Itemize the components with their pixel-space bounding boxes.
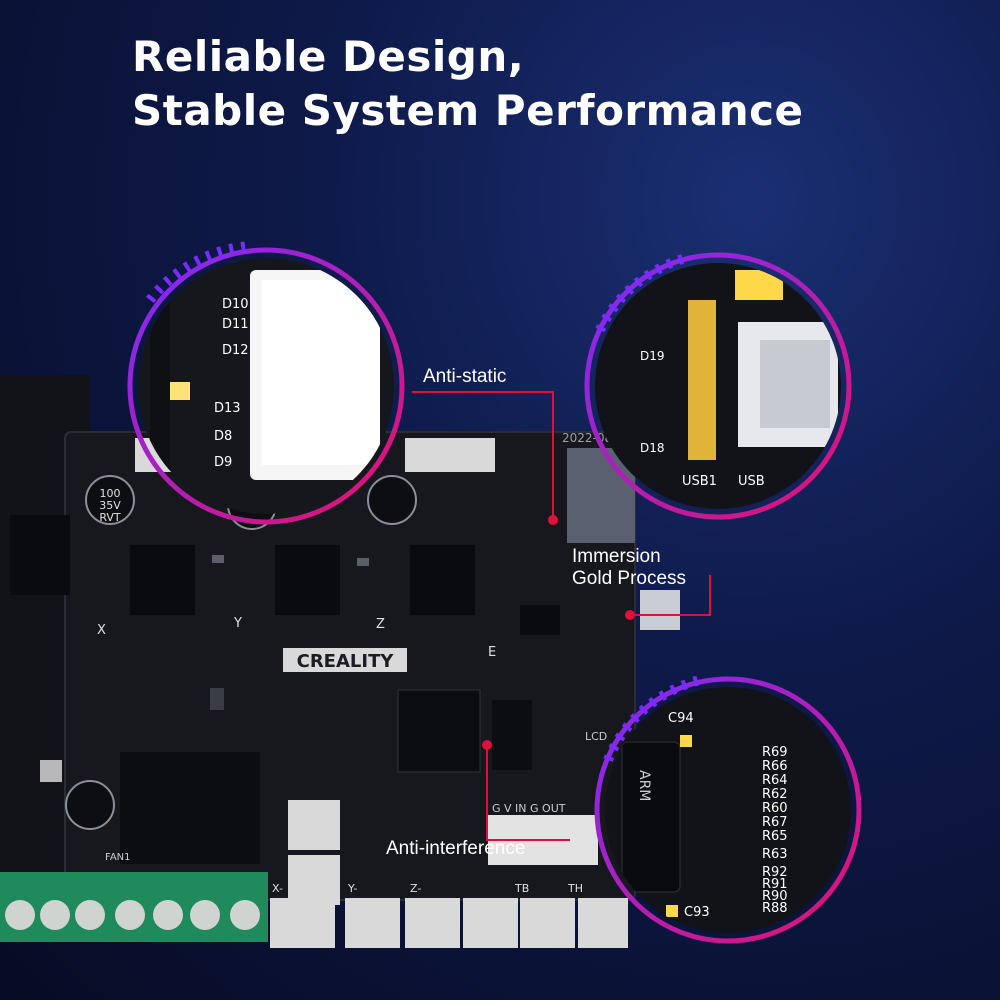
connector-label-th: TH [567,882,583,895]
arm-r88: R88 [762,901,788,916]
callout-anti-static: Anti-static [423,366,507,387]
arm-c94: C94 [668,711,694,726]
usb-label-usb: USB [738,474,765,489]
pcb-board [0,375,680,948]
sd-label-d9: D9 [214,455,232,470]
callout-lines [412,391,711,841]
usb-label-usb1: USB1 [682,474,717,489]
capacitor-label-1: 100 [100,487,121,500]
capacitor-label-3: RVT [99,511,121,524]
sd-label-d10: D10 [222,297,249,312]
arm-r65: R65 [762,829,788,844]
board-header-label: G V IN G OUT [492,802,566,815]
arm-r69: R69 [762,745,788,760]
arm-r63: R63 [762,847,788,862]
arm-r66: R66 [762,759,788,774]
headline-line1: Reliable Design, [132,32,525,81]
arm-c93: C93 [684,905,710,920]
callout-immersion-line2: Gold Process [572,568,687,589]
arm-r90: R90 [762,889,788,904]
headline: Reliable Design, Stable System Performan… [132,30,804,138]
board-fan-label: FAN1 [105,852,131,863]
connector-label-z: Z- [410,882,421,895]
arm-r60: R60 [762,801,788,816]
connector-label-tb: TB [514,882,529,895]
sd-label-d8: D8 [214,429,232,444]
usb-label-d19: D19 [640,349,665,363]
board-axis-z: Z [376,617,385,632]
callout-anti-interference: Anti-interference [386,838,526,859]
arm-r92: R92 [762,865,788,880]
zoom-circle-sd: D10 D11 D12 D13 D8 D9 [127,241,405,525]
callout-dot-anti-static [548,515,558,525]
board-brand: CREALITY [297,651,395,672]
usb-label-d18: D18 [640,441,665,455]
arm-chip-label: ARM [636,770,652,801]
board-lcd-label: LCD [585,730,607,743]
capacitor-label-2: 35V [99,499,121,512]
callout-dot-gold [625,610,635,620]
connector-label-x: X- [272,882,283,895]
sd-label-d11: D11 [222,317,249,332]
callout-dot-interference [482,740,492,750]
sd-label-d13: D13 [214,401,241,416]
connector-label-y: Y- [347,882,357,895]
headline-line2: Stable System Performance [132,86,804,135]
zoom-circle-arm: ARM R69 R66 R64 R62 R60 R67 R65 R63 R92 … [594,675,862,944]
arm-r67: R67 [762,815,788,830]
board-axis-e: E [488,645,496,660]
zoom-circle-usb: D19 D18 USB1 USB [584,252,852,520]
arm-r64: R64 [762,773,788,788]
arm-r91: R91 [762,877,788,892]
board-axis-x: X [97,623,106,638]
arm-r62: R62 [762,787,788,802]
sd-label-d12: D12 [222,343,249,358]
board-axis-y: Y [233,616,242,631]
callout-immersion-line1: Immersion [572,546,661,567]
